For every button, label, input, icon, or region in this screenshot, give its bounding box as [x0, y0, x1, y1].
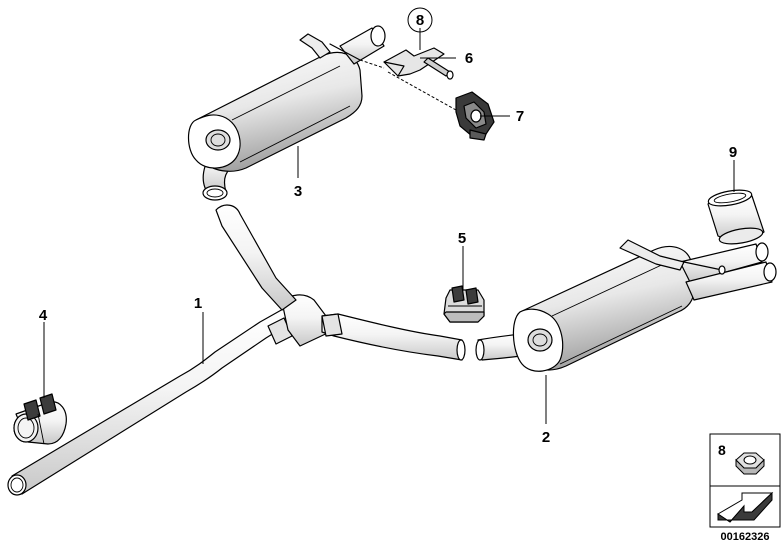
- leader-lines: [43, 28, 735, 424]
- callout-2: 2: [542, 429, 550, 446]
- callout-1: 1: [194, 295, 202, 312]
- clamp-large: [13, 393, 67, 445]
- callout-labels: 1 2 3 4 5 6 7 8 9: [39, 7, 737, 446]
- callout-8-circle: [407, 7, 433, 33]
- direction-arrow-icon: [717, 491, 774, 523]
- rubber-mount: [455, 91, 495, 141]
- callout-8: 8: [416, 12, 424, 29]
- callout-5: 5: [458, 230, 466, 247]
- clamp-small: [443, 285, 485, 323]
- tailpipe-trim: [707, 189, 765, 245]
- front-pipe: [7, 204, 466, 496]
- callout-4: 4: [39, 307, 48, 324]
- legend-nut-label: 8: [718, 442, 726, 458]
- callout-3: 3: [294, 183, 302, 200]
- rear-muffler: [475, 239, 777, 372]
- legend-box: 8: [709, 433, 781, 528]
- callout-7: 7: [516, 108, 524, 125]
- callout-6: 6: [465, 50, 473, 67]
- hex-nut-icon: [735, 452, 765, 475]
- callout-9: 9: [729, 144, 737, 161]
- document-number: 00162326: [721, 531, 770, 543]
- bracket: [359, 47, 457, 111]
- front-muffler: [187, 25, 386, 201]
